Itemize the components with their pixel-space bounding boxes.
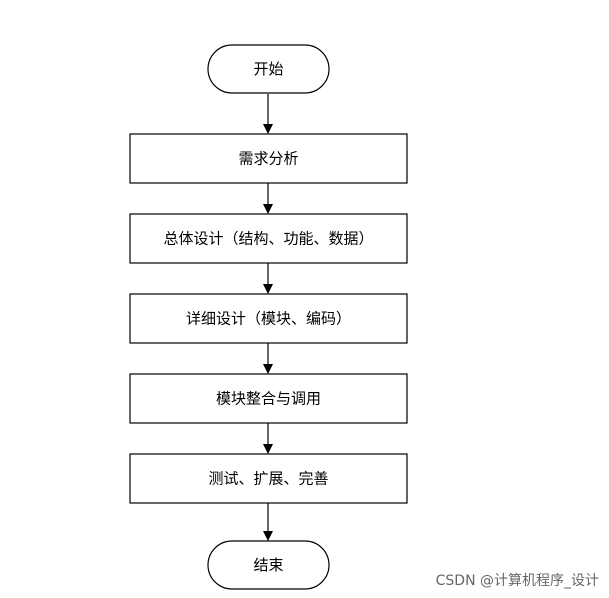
process-box bbox=[129, 373, 408, 424]
node-integration: 模块整合与调用 bbox=[129, 373, 408, 424]
node-testing: 测试、扩展、完善 bbox=[129, 453, 408, 504]
process-box bbox=[129, 133, 408, 184]
process-box bbox=[129, 213, 408, 264]
terminal-shape bbox=[207, 44, 330, 94]
node-testing-label: 测试、扩展、完善 bbox=[208, 470, 328, 488]
node-overall-design-label: 总体设计（结构、功能、数据） bbox=[163, 230, 373, 248]
node-end-label: 结束 bbox=[253, 556, 283, 574]
terminal-shape bbox=[207, 540, 330, 590]
node-detailed-design: 详细设计（模块、编码） bbox=[129, 293, 408, 344]
process-box bbox=[129, 453, 408, 504]
node-end: 结束 bbox=[207, 540, 330, 590]
node-requirements-label: 需求分析 bbox=[238, 150, 298, 168]
node-start: 开始 bbox=[207, 44, 330, 94]
node-integration-label: 模块整合与调用 bbox=[216, 390, 321, 408]
node-overall-design: 总体设计（结构、功能、数据） bbox=[129, 213, 408, 264]
node-start-label: 开始 bbox=[253, 60, 283, 78]
watermark: CSDN @计算机程序_设计 bbox=[435, 573, 599, 589]
process-box bbox=[129, 293, 408, 344]
node-detailed-design-label: 详细设计（模块、编码） bbox=[186, 310, 351, 328]
node-requirements: 需求分析 bbox=[129, 133, 408, 184]
